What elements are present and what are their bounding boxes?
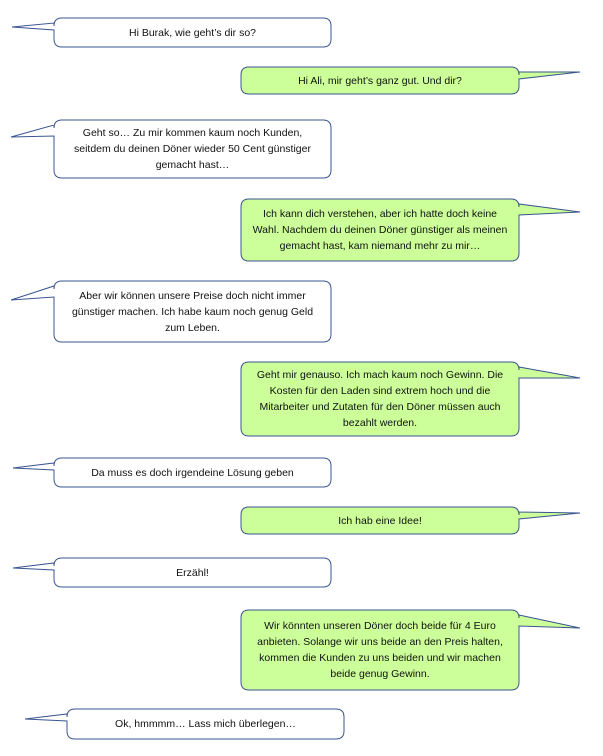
speech-bubble-left bbox=[12, 557, 332, 588]
message-text-right: Geht mir genauso. Ich mach kaum noch Gew… bbox=[256, 369, 504, 429]
speech-bubble-left bbox=[12, 457, 332, 488]
message-text-left: Ok, hmmmm… Lass mich überlegen… bbox=[115, 718, 296, 730]
message-text-left: Aber wir können unsere Preise doch nicht… bbox=[71, 289, 314, 334]
message-text-left: Hi Burak, wie geht’s dir so? bbox=[128, 26, 257, 39]
speech-bubble-left bbox=[24, 708, 345, 740]
speech-bubble-right bbox=[240, 609, 581, 691]
speech-bubble-left bbox=[10, 280, 332, 343]
speech-bubble-right bbox=[240, 198, 581, 262]
speech-bubble-right bbox=[240, 66, 581, 95]
message-text-left: Geht so… Zu mir kommen kaum noch Kunden,… bbox=[74, 127, 311, 171]
message-text-right: Wir könnten unseren Döner doch beide für… bbox=[257, 620, 503, 680]
message-text-right: Ich kann dich verstehen, aber ich hatte … bbox=[252, 208, 508, 252]
speech-bubble-left bbox=[11, 17, 332, 48]
message-text-left: Da muss es doch irgendeine Lösung geben bbox=[91, 466, 294, 479]
speech-bubble-right bbox=[240, 361, 581, 437]
message-text-right: Hi Ali, mir geht’s ganz gut. Und dir? bbox=[298, 74, 462, 87]
speech-bubble-left bbox=[10, 119, 332, 179]
message-text-left: Erzähl! bbox=[176, 566, 209, 579]
message-text-right: Ich hab eine Idee! bbox=[338, 514, 422, 527]
speech-bubble-right bbox=[240, 506, 581, 535]
